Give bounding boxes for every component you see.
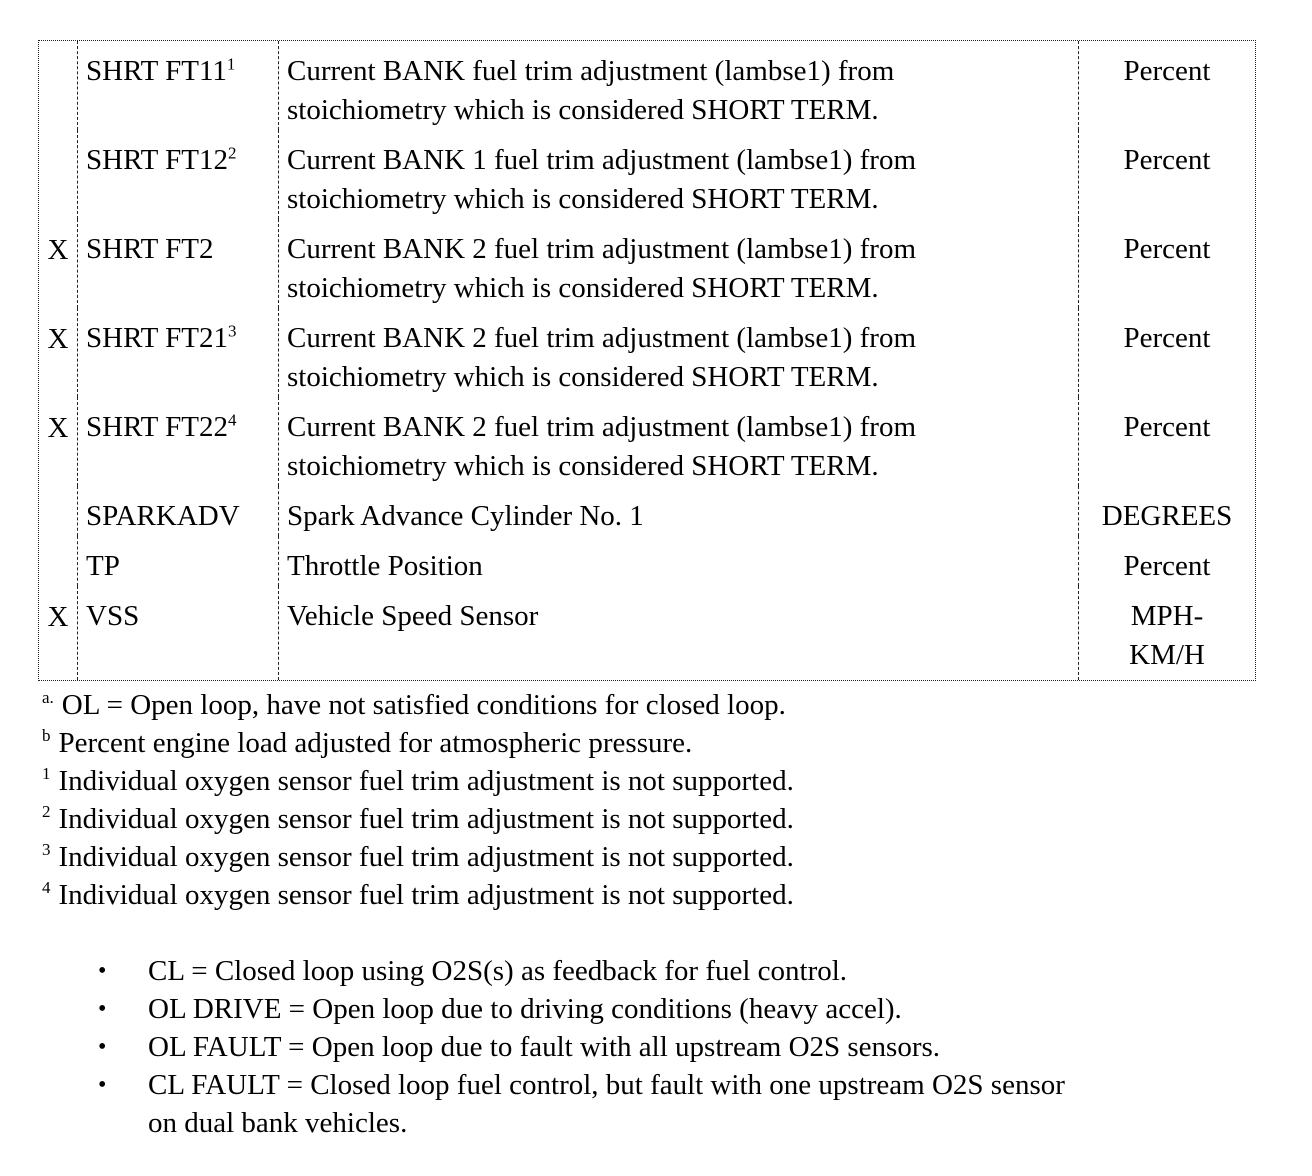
supported-flag-cell xyxy=(39,486,77,536)
footnote-marker: b xyxy=(42,726,51,746)
supported-flag-cell: X xyxy=(47,601,69,633)
parameter-description-cell: Current BANK 2 fuel trim adjustment (lam… xyxy=(278,308,1078,397)
supported-flag-cell xyxy=(39,130,77,219)
parameter-name: SHRT FT22 xyxy=(86,411,228,443)
bullet-icon: • xyxy=(98,996,107,1022)
unit-cell: MPH- KM/H xyxy=(1078,586,1255,680)
footnote-text: Individual oxygen sensor fuel trim adjus… xyxy=(58,841,794,873)
footnote-line: b Percent engine load adjusted for atmosp… xyxy=(42,724,794,762)
parameter-name-cell: SHRT FT122 xyxy=(77,130,278,219)
parameter-description-cell: Current BANK 1 fuel trim adjustment (lam… xyxy=(278,130,1078,219)
footnote-ref: 3 xyxy=(227,321,237,341)
footnote-line: 1 Individual oxygen sensor fuel trim adju… xyxy=(42,762,794,800)
footnote-ref: 1 xyxy=(226,54,236,74)
list-item-text: OL DRIVE = Open loop due to driving cond… xyxy=(148,993,902,1025)
footnote-marker: 3 xyxy=(42,840,51,860)
footnote-line: 3 Individual oxygen sensor fuel trim adju… xyxy=(42,838,794,876)
footnote-marker: a. xyxy=(42,688,54,708)
list-item-text: CL = Closed loop using O2S(s) as feedbac… xyxy=(148,955,848,987)
list-item: • OL FAULT = Open loop due to fault with … xyxy=(98,1028,1065,1066)
footnote-line: 4 Individual oxygen sensor fuel trim adju… xyxy=(42,876,794,914)
parameter-name: TP xyxy=(86,550,120,582)
unit-cell: DEGREES xyxy=(1078,486,1255,536)
footnote-marker: 2 xyxy=(42,802,51,822)
footnote-marker: 4 xyxy=(42,878,51,898)
unit-cell: Percent xyxy=(1078,536,1255,586)
unit-cell: Percent xyxy=(1078,397,1255,486)
bullet-icon: • xyxy=(98,1034,107,1060)
parameter-description-cell: Current BANK fuel trim adjustment (lambs… xyxy=(278,41,1078,130)
parameter-name-cell: SHRT FT213 xyxy=(77,308,278,397)
parameter-name-cell: SHRT FT111 xyxy=(77,41,278,130)
bullet-list: • CL = Closed loop using O2S(s) as feedba… xyxy=(98,952,1065,1142)
parameter-name-cell: SHRT FT2 xyxy=(77,219,278,308)
parameter-name: SHRT FT12 xyxy=(86,144,228,176)
footnote-text: OL = Open loop, have not satisfied condi… xyxy=(61,689,786,721)
parameter-name: SHRT FT2 xyxy=(86,233,214,265)
unit-cell: Percent xyxy=(1078,41,1255,130)
unit-cell: Percent xyxy=(1078,130,1255,219)
bullet-icon: • xyxy=(98,1072,107,1098)
parameter-name-cell: TP xyxy=(77,536,278,586)
parameter-name-cell: SPARKADV xyxy=(77,486,278,536)
list-item-text: CL FAULT = Closed loop fuel control, but… xyxy=(148,1069,1065,1139)
supported-flag-cell: X xyxy=(47,234,69,266)
unit-cell: Percent xyxy=(1078,219,1255,308)
footnote-ref: 4 xyxy=(227,410,237,430)
footnote-text: Percent engine load adjusted for atmosph… xyxy=(58,727,693,759)
list-item: • CL FAULT = Closed loop fuel control, bu… xyxy=(98,1066,1065,1142)
parameter-name: SHRT FT21 xyxy=(86,322,228,354)
footnote-line: 2 Individual oxygen sensor fuel trim adju… xyxy=(42,800,794,838)
footnote-text: Individual oxygen sensor fuel trim adjus… xyxy=(58,765,794,797)
footnote-marker: 1 xyxy=(42,764,51,784)
parameter-description-cell: Vehicle Speed Sensor xyxy=(278,586,1078,680)
parameter-table: SHRT FT111 Current BANK fuel trim adjust… xyxy=(38,40,1256,681)
parameter-name: VSS xyxy=(86,600,140,632)
parameter-name: SHRT FT11 xyxy=(86,55,227,87)
parameter-name-cell: VSS xyxy=(77,586,278,680)
parameter-description-cell: Throttle Position xyxy=(278,536,1078,586)
list-item: • CL = Closed loop using O2S(s) as feedba… xyxy=(98,952,1065,990)
parameter-description-cell: Current BANK 2 fuel trim adjustment (lam… xyxy=(278,219,1078,308)
parameter-description-cell: Current BANK 2 fuel trim adjustment (lam… xyxy=(278,397,1078,486)
list-item-text: OL FAULT = Open loop due to fault with a… xyxy=(148,1031,941,1063)
supported-flag-cell: X xyxy=(47,412,69,444)
parameter-name-cell: SHRT FT224 xyxy=(77,397,278,486)
bullet-icon: • xyxy=(98,958,107,984)
parameter-name: SPARKADV xyxy=(86,500,240,532)
footnote-line: a. OL = Open loop, have not satisfied con… xyxy=(42,686,794,724)
parameter-description-cell: Spark Advance Cylinder No. 1 xyxy=(278,486,1078,536)
unit-cell: Percent xyxy=(1078,308,1255,397)
footnotes: a. OL = Open loop, have not satisfied con… xyxy=(42,686,794,914)
footnote-text: Individual oxygen sensor fuel trim adjus… xyxy=(58,879,794,911)
supported-flag-cell xyxy=(39,41,77,130)
supported-flag-cell: X xyxy=(47,323,69,355)
footnote-text: Individual oxygen sensor fuel trim adjus… xyxy=(58,803,794,835)
list-item: • OL DRIVE = Open loop due to driving con… xyxy=(98,990,1065,1028)
supported-flag-cell xyxy=(39,536,77,586)
footnote-ref: 2 xyxy=(227,143,237,163)
